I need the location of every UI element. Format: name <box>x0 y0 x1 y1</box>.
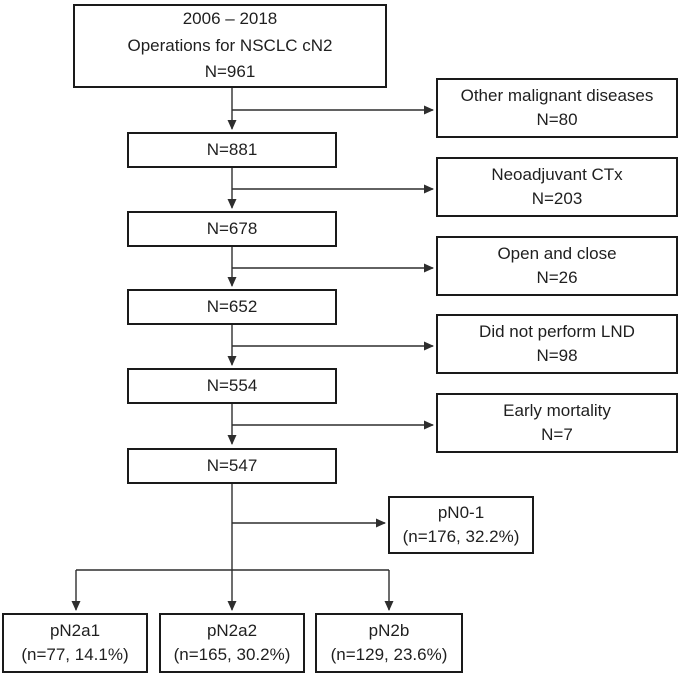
step-count: N=881 <box>206 139 258 159</box>
exclusion-box-other-malignant: Other malignant diseases N=80 <box>436 78 678 138</box>
exclusion-box-no-lnd: Did not perform LND N=98 <box>436 314 678 374</box>
step-box-547: N=547 <box>127 448 337 484</box>
outcome-box-pn2a2: pN2a2 (n=165, 30.2%) <box>159 613 305 673</box>
step-count: N=652 <box>206 296 258 316</box>
outcome-count: (n=77, 14.1%) <box>21 645 129 664</box>
exclusion-box-open-and-close: Open and close N=26 <box>436 236 678 296</box>
exclusion-label: Other malignant diseases <box>460 85 654 105</box>
step-box-554: N=554 <box>127 368 337 404</box>
enrollment-period: 2006 – 2018 <box>182 9 278 29</box>
exclusion-label: Early mortality <box>503 400 611 420</box>
exclusion-label: Open and close <box>497 243 617 263</box>
enrollment-box: 2006 – 2018 Operations for NSCLC cN2 N=9… <box>73 4 387 88</box>
outcome-label: pN2a2 <box>206 620 258 640</box>
outcome-label: pN2b <box>368 620 410 640</box>
step-box-881: N=881 <box>127 132 337 168</box>
exclusion-count: N=203 <box>531 189 583 208</box>
step-count: N=678 <box>206 218 258 238</box>
exclusion-label: Neoadjuvant CTx <box>491 164 623 184</box>
exclusion-count: N=80 <box>536 110 578 129</box>
exclusion-label: Did not perform LND <box>479 321 635 341</box>
step-box-678: N=678 <box>127 211 337 247</box>
outcome-count: (n=129, 23.6%) <box>330 645 448 664</box>
exclusion-box-early-mortality: Early mortality N=7 <box>436 393 678 453</box>
pn01-label: pN0-1 <box>437 502 485 522</box>
outcome-box-pn2a1: pN2a1 (n=77, 14.1%) <box>2 613 148 673</box>
exclusion-count: N=7 <box>541 425 573 444</box>
exclusion-count: N=26 <box>536 268 578 287</box>
pn01-box: pN0-1 (n=176, 32.2%) <box>388 496 534 554</box>
step-count: N=554 <box>206 375 258 395</box>
enrollment-count: N=961 <box>204 62 256 82</box>
step-box-652: N=652 <box>127 289 337 325</box>
pn01-count: (n=176, 32.2%) <box>402 527 520 546</box>
outcome-count: (n=165, 30.2%) <box>173 645 291 664</box>
exclusion-box-neoadjuvant-ctx: Neoadjuvant CTx N=203 <box>436 157 678 217</box>
outcome-box-pn2b: pN2b (n=129, 23.6%) <box>315 613 463 673</box>
outcome-label: pN2a1 <box>49 620 101 640</box>
exclusion-count: N=98 <box>536 346 578 365</box>
step-count: N=547 <box>206 455 258 475</box>
enrollment-title: Operations for NSCLC cN2 <box>127 35 333 55</box>
